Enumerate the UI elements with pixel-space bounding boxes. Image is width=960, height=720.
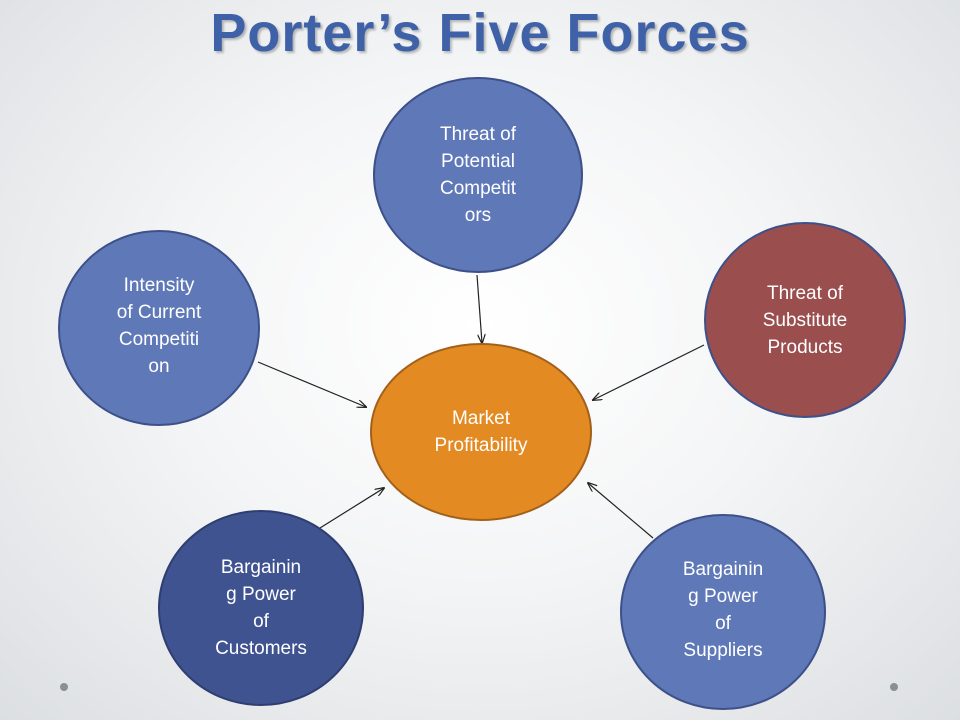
arrow-substitutes-to-center xyxy=(593,344,705,400)
node-customers-circle xyxy=(158,510,364,706)
arrow-suppliers-to-center xyxy=(588,483,654,539)
node-substitutes-circle xyxy=(704,222,906,418)
arrow-customers-to-center xyxy=(319,488,384,529)
arrow-current-to-center xyxy=(257,361,366,407)
arrow-potential-to-center xyxy=(476,274,482,343)
slide-corner-dot-left xyxy=(60,683,68,691)
slide-corner-dot-right xyxy=(890,683,898,691)
node-potential-competitors-circle xyxy=(373,77,583,273)
node-suppliers-circle xyxy=(620,514,826,710)
node-current-competition-circle xyxy=(58,230,260,426)
node-center-circle xyxy=(370,343,592,521)
slide-title: Porter’s Five Forces xyxy=(210,3,750,63)
